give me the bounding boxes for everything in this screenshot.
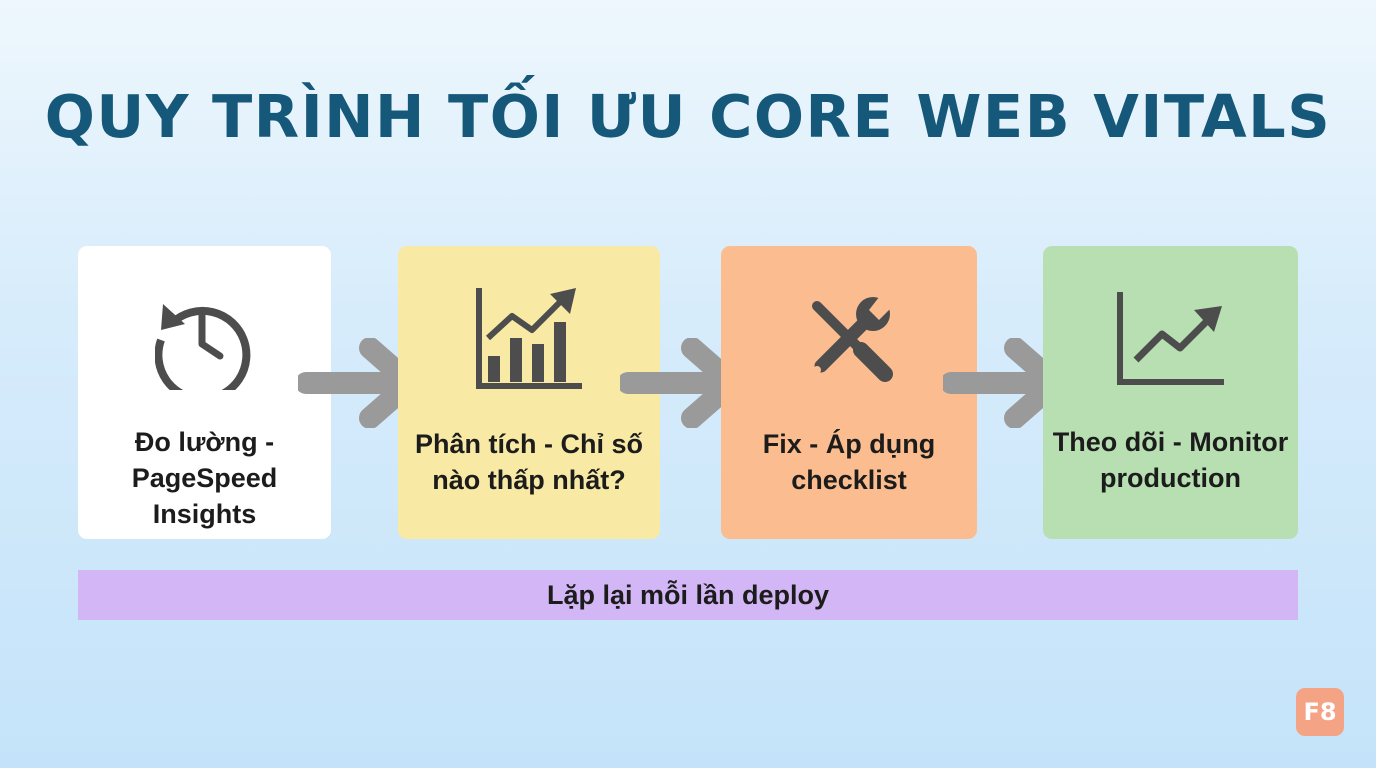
history-clock-icon [154, 304, 250, 390]
step-analyze: Phân tích - Chỉ số nào thấp nhất? [398, 246, 660, 539]
f8-logo: F8 [1296, 688, 1344, 736]
step-fix: Fix - Áp dụng checklist [721, 246, 977, 539]
step-label: Phân tích - Chỉ số nào thấp nhất? [414, 429, 643, 495]
step-monitor: Theo dõi - Monitor production [1043, 246, 1298, 539]
diagram-title: QUY TRÌNH TỐI ƯU CORE WEB VITALS [44, 82, 1332, 151]
bar-chart-growth-icon [476, 288, 582, 389]
wrench-tools-icon [812, 292, 895, 382]
repeat-loop-bar: Lặp lại mỗi lần deploy [78, 570, 1298, 620]
step-label: Theo dõi - Monitor production [1052, 427, 1289, 493]
step-label: Fix - Áp dụng checklist [762, 429, 936, 495]
trend-line-icon [1116, 292, 1224, 385]
step-measure: Đo lường - PageSpeed Insights [78, 246, 331, 539]
step-label: Đo lường - PageSpeed Insights [131, 427, 278, 529]
